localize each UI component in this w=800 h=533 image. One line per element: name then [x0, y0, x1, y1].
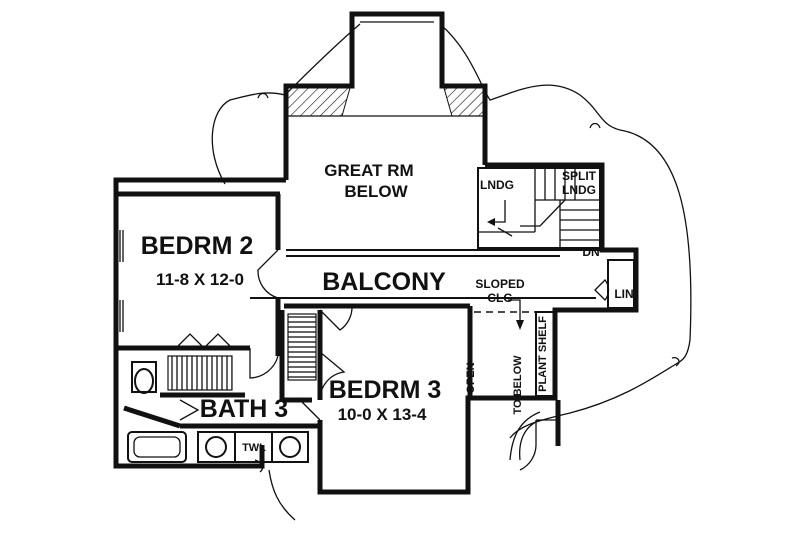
- great-room-label-line2: BELOW: [344, 182, 408, 201]
- plant-shelf: [535, 311, 557, 397]
- sink-right-icon: [279, 436, 301, 458]
- windows: [119, 230, 124, 332]
- towel-label: TWL: [242, 442, 266, 454]
- hatched-bay-right: [443, 87, 484, 117]
- hatched-bay-left: [287, 87, 351, 117]
- stairs: [477, 167, 601, 249]
- great-room-label-line1: GREAT RM: [324, 161, 413, 180]
- bathtub: [127, 431, 187, 463]
- open-to-below-area: [474, 299, 557, 471]
- closets: [167, 313, 317, 391]
- down-label: DN: [582, 245, 599, 259]
- bedrm3-size: 10-0 X 13-4: [338, 405, 427, 424]
- toilet-icon: [134, 368, 154, 394]
- landing-label: LNDG: [480, 178, 514, 192]
- bedrm2-name: BEDRM 2: [141, 232, 254, 260]
- doors: [175, 249, 610, 421]
- open-to-below-line1: OPEN: [465, 362, 477, 393]
- bath3-label: BATH 3: [200, 395, 288, 423]
- closet-bedrm3: [287, 313, 317, 381]
- exterior-walls: [113, 162, 639, 495]
- open-to-below-line2: TO BELOW: [512, 355, 524, 415]
- sloped-ceiling-line1: SLOPED: [475, 277, 525, 291]
- interior-walls: [116, 191, 602, 429]
- fixtures: [127, 259, 635, 463]
- sink-left-icon: [205, 436, 227, 458]
- linen-label: LIN: [614, 287, 633, 301]
- split-landing-line2: LNDG: [562, 183, 596, 197]
- balcony-label: BALCONY: [322, 268, 446, 296]
- split-landing-line1: SPLIT: [562, 169, 597, 183]
- labels: GREAT RM BELOW BEDRM 2 11-8 X 12-0 BALCO…: [141, 161, 634, 454]
- sloped-ceiling-line2: CLG: [487, 291, 512, 305]
- bedrm2-size: 11-8 X 12-0: [156, 270, 244, 289]
- linen-closet: [607, 259, 635, 309]
- top-bay: [283, 11, 488, 180]
- bedrm3-name: BEDRM 3: [329, 376, 442, 404]
- closet-bath: [167, 355, 233, 391]
- plant-shelf-label: PLANT SHELF: [537, 316, 549, 392]
- landscape-outline: [211, 23, 692, 521]
- vanity-counter: [197, 431, 309, 463]
